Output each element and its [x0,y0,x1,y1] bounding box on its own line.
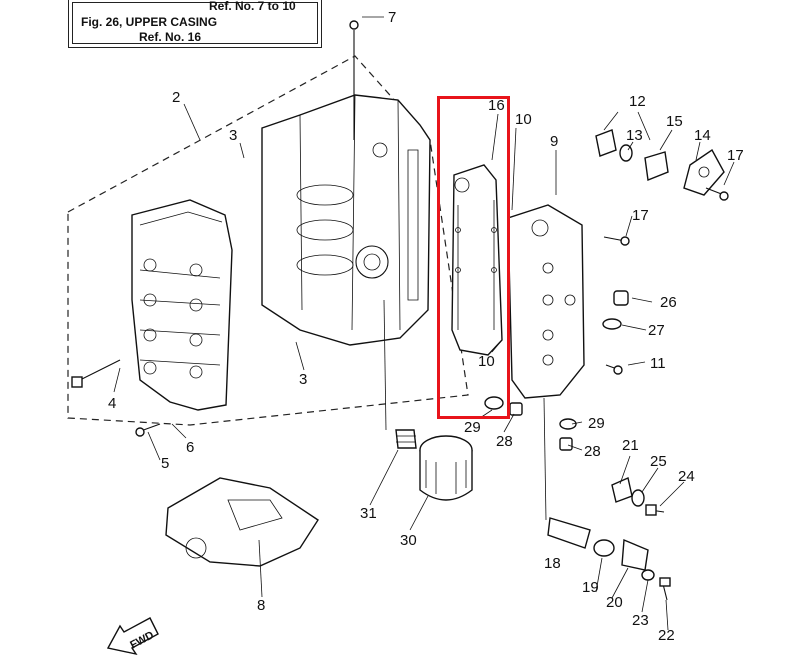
highlight-box-gasket-16 [437,96,510,419]
callout-numbers: 2 3 3 4 5 6 7 8 9 10 10 11 12 13 15 14 1… [108,9,744,644]
callout-26: 26 [660,294,677,311]
part-oil-filter[interactable] [419,435,473,501]
callout-17a: 17 [727,147,744,164]
callout-30: 30 [400,532,417,549]
callout-16: 16 [488,97,505,114]
callout-10a: 10 [515,111,532,128]
part-anode-set[interactable] [547,477,655,581]
callout-14-alt: 15 [666,113,683,130]
callout-20: 20 [606,594,623,611]
callout-12: 12 [629,93,646,110]
part-bolts[interactable] [71,20,729,601]
callout-28b: 28 [584,443,601,460]
callout-29b: 29 [588,415,605,432]
callout-10b: 10 [478,353,495,370]
callout-19: 19 [582,579,599,596]
callout-29a: 29 [464,419,481,436]
assembly-dashed-boundary [67,55,469,426]
callout-31: 31 [360,505,377,522]
callout-25: 25 [650,453,667,470]
part-base-gasket[interactable] [165,477,319,567]
callout-7: 7 [388,9,396,26]
reference-note-inner-border [72,2,318,44]
callout-22: 22 [658,627,675,644]
part-exhaust-gasket[interactable] [451,164,503,356]
callout-8: 8 [257,597,265,614]
part-cylinder-head[interactable] [131,199,233,411]
part-exhaust-cover[interactable] [507,204,585,399]
part-cylinder-block[interactable] [261,94,431,346]
part-oil-filter-fitting[interactable] [395,429,417,449]
callout-leader-lines [113,16,735,631]
callout-17b: 17 [632,207,649,224]
callout-6: 6 [186,439,194,456]
callout-5: 5 [161,455,169,472]
callout-9: 9 [550,133,558,150]
reference-note-box: Ref. No. 7 to 10 Fig. 26, UPPER CASING R… [68,0,322,48]
callout-3a: 3 [229,127,237,144]
callout-24: 24 [678,468,695,485]
callout-14: 14 [694,127,711,144]
callout-13: 13 [626,127,643,144]
part-thermostat[interactable] [595,129,725,196]
callout-21: 21 [622,437,639,454]
callout-2: 2 [172,89,180,106]
callout-18: 18 [544,555,561,572]
callout-11: 11 [650,355,666,372]
reference-note-line-1: Ref. No. 7 to 10 [209,0,296,13]
callout-3b: 3 [299,371,307,388]
callout-28a: 28 [496,433,513,450]
callout-27: 27 [648,322,665,339]
fwd-direction-arrow: FWD [106,617,159,656]
callout-4: 4 [108,395,116,412]
reference-note-line-3: Ref. No. 16 [139,30,202,44]
callout-23: 23 [632,612,649,629]
reference-note-line-2: Fig. 26, UPPER CASING [81,15,218,29]
